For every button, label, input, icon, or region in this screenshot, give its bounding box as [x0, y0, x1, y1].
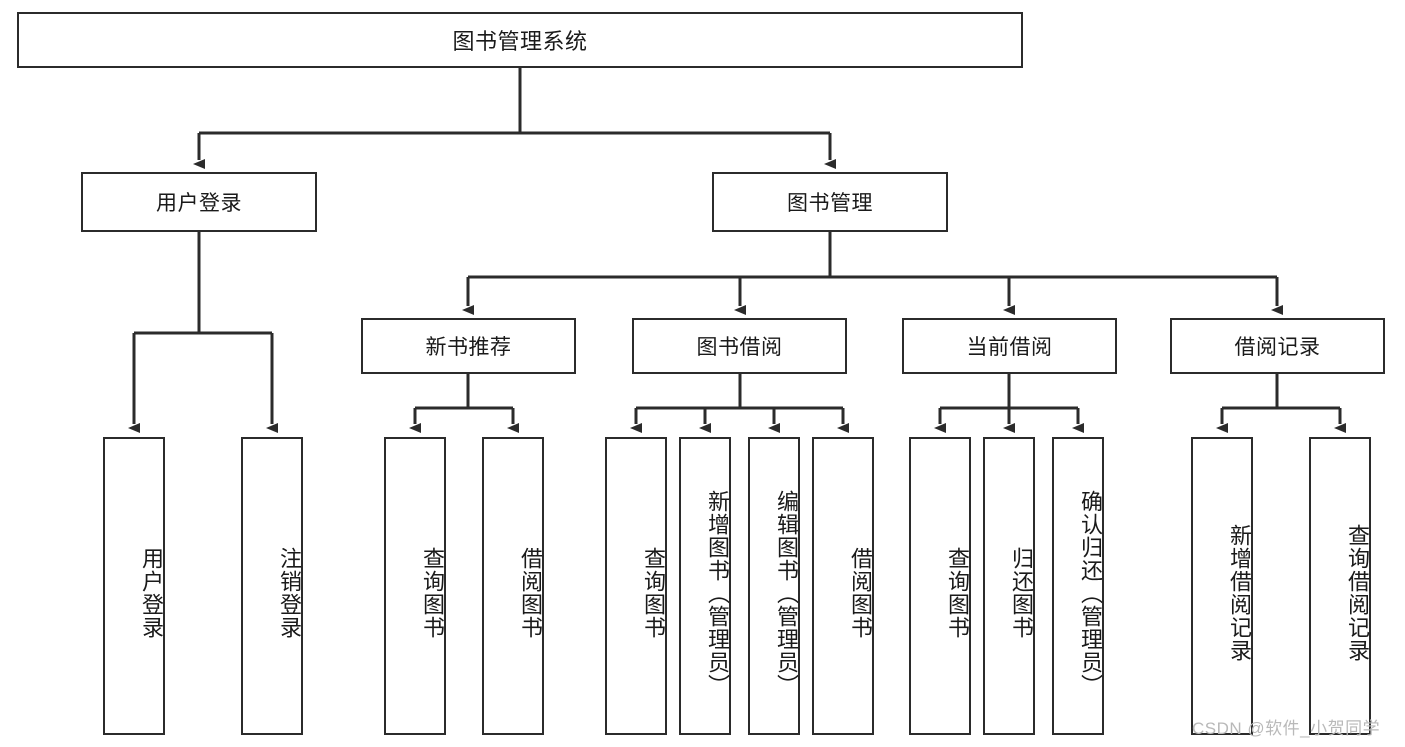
- node-label: 图书借阅: [696, 336, 783, 359]
- leaf-user-login[interactable]: 用户登录: [103, 437, 165, 735]
- leaf-query-book-recommend[interactable]: 查询图书: [384, 437, 446, 735]
- node-label: 当前借阅: [966, 336, 1053, 359]
- node-label: 新增图书（管理员）: [705, 489, 730, 697]
- node-new-book-recommend[interactable]: 新书推荐: [361, 318, 576, 374]
- node-label: 归还图书: [1009, 547, 1034, 639]
- leaf-borrow-book-recommend[interactable]: 借阅图书: [482, 437, 544, 735]
- node-label: 查询图书: [945, 547, 970, 639]
- leaf-edit-book-admin[interactable]: 编辑图书（管理员）: [748, 437, 800, 735]
- node-label: 注销登录: [277, 547, 302, 639]
- leaf-user-logout[interactable]: 注销登录: [241, 437, 303, 735]
- node-label: 编辑图书（管理员）: [774, 489, 799, 697]
- node-book-borrow[interactable]: 图书借阅: [632, 318, 847, 374]
- node-root-book-management-system[interactable]: 图书管理系统: [17, 12, 1023, 68]
- node-label: 图书管理系统: [452, 29, 588, 54]
- leaf-query-borrow-record[interactable]: 查询借阅记录: [1309, 437, 1371, 735]
- node-user-login[interactable]: 用户登录: [81, 172, 317, 232]
- node-label: 确认归还（管理员）: [1078, 489, 1103, 697]
- node-label: 用户登录: [139, 547, 164, 639]
- node-label: 图书管理: [787, 192, 873, 215]
- leaf-add-book-admin[interactable]: 新增图书（管理员）: [679, 437, 731, 735]
- leaf-return-book[interactable]: 归还图书: [983, 437, 1035, 735]
- node-book-management[interactable]: 图书管理: [712, 172, 948, 232]
- leaf-borrow-book[interactable]: 借阅图书: [812, 437, 874, 735]
- node-current-borrow[interactable]: 当前借阅: [902, 318, 1117, 374]
- leaf-query-book-current[interactable]: 查询图书: [909, 437, 971, 735]
- node-label: 新增借阅记录: [1227, 524, 1252, 662]
- leaf-confirm-return-admin[interactable]: 确认归还（管理员）: [1052, 437, 1104, 735]
- node-label: 借阅记录: [1234, 336, 1321, 359]
- node-label: 新书推荐: [425, 336, 512, 359]
- node-label: 借阅图书: [848, 547, 873, 639]
- node-label: 用户登录: [156, 192, 242, 215]
- node-label: 查询借阅记录: [1345, 524, 1370, 662]
- leaf-query-book-borrow[interactable]: 查询图书: [605, 437, 667, 735]
- watermark-text: CSDN @软件_小贺同学: [1192, 719, 1381, 738]
- node-borrow-record[interactable]: 借阅记录: [1170, 318, 1385, 374]
- node-label: 查询图书: [641, 547, 666, 639]
- node-label: 查询图书: [420, 547, 445, 639]
- node-label: 借阅图书: [518, 547, 543, 639]
- leaf-add-borrow-record[interactable]: 新增借阅记录: [1191, 437, 1253, 735]
